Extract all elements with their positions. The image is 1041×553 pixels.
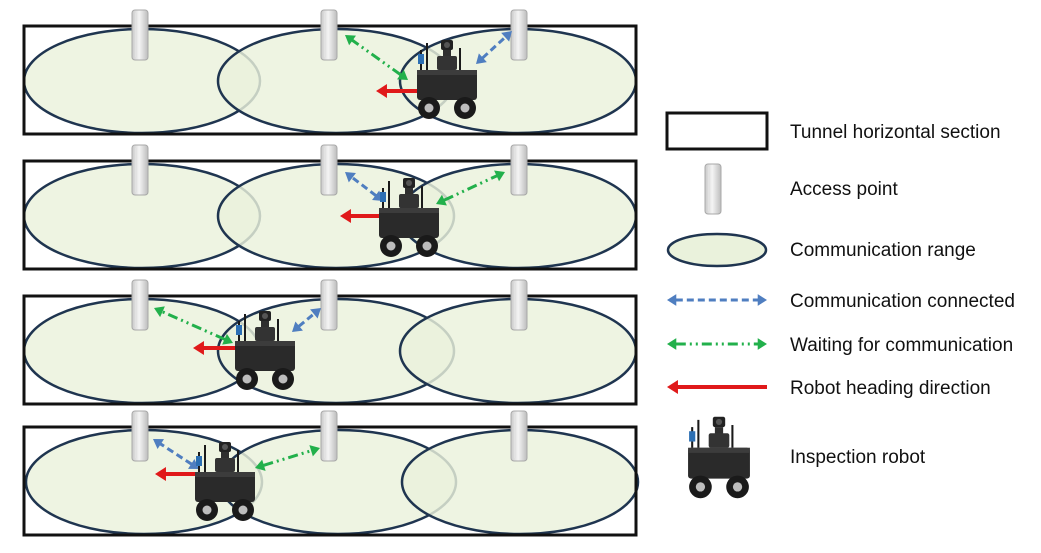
link-arrowhead xyxy=(494,170,505,182)
link-arrowhead xyxy=(476,53,487,64)
tunnel-scenes xyxy=(22,9,640,537)
robot-heading-arrow xyxy=(340,209,383,223)
access-point-icon xyxy=(131,410,149,462)
access-point-icon xyxy=(510,410,528,462)
legend-label-waiting: Waiting for communication xyxy=(790,335,1013,356)
link-arrowhead xyxy=(188,458,199,469)
heading-arrowhead xyxy=(193,341,204,355)
link-line xyxy=(351,38,402,77)
link-arrowhead xyxy=(310,308,321,319)
access-point-icon xyxy=(510,144,528,196)
tunnel-scene-3 xyxy=(22,279,638,406)
inspection-robot-icon xyxy=(688,416,750,499)
link-connected xyxy=(476,31,512,64)
access-point-icon xyxy=(320,279,338,331)
link-waiting xyxy=(345,35,408,80)
link-waiting xyxy=(436,170,505,206)
link-arrowhead xyxy=(757,338,767,350)
heading-arrowhead xyxy=(376,84,387,98)
link-arrowhead xyxy=(436,194,447,206)
access-point-icon xyxy=(131,9,149,61)
robot-heading-arrow xyxy=(155,467,197,481)
access-point-icon xyxy=(510,279,528,331)
access-point-icon xyxy=(131,144,149,196)
tunnel-scene-2 xyxy=(22,144,638,271)
link-arrowhead xyxy=(345,172,356,183)
link-arrowhead xyxy=(345,35,356,46)
tunnel-section-rect xyxy=(665,111,769,151)
link-arrowhead xyxy=(757,294,767,306)
legend-label-range: Communication range xyxy=(790,240,976,261)
link-arrowhead xyxy=(397,69,408,80)
link-waiting xyxy=(154,306,233,345)
link-line xyxy=(443,174,498,202)
legend-label-heading: Robot heading direction xyxy=(790,378,991,399)
link-arrowhead xyxy=(292,321,303,332)
link-arrowhead xyxy=(255,459,266,471)
tunnel-scene-1 xyxy=(22,9,638,136)
legend-label-tunnel: Tunnel horizontal section xyxy=(790,122,1001,143)
link-line xyxy=(262,449,313,467)
access-point-icon xyxy=(131,279,149,331)
robot-heading-arrow xyxy=(667,380,767,394)
robot-heading-arrow xyxy=(376,84,418,98)
heading-arrowhead xyxy=(155,467,166,481)
link-arrowhead xyxy=(154,306,165,318)
robot-heading-arrow xyxy=(193,341,238,355)
link-line xyxy=(351,176,377,197)
link-arrowhead xyxy=(153,439,164,450)
access-point-icon xyxy=(320,9,338,61)
access-point-icon xyxy=(320,410,338,462)
link-arrowhead xyxy=(667,294,677,306)
link-connected xyxy=(667,294,767,306)
tunnel-scene-4 xyxy=(22,410,640,537)
heading-arrowhead xyxy=(667,380,678,394)
communication-range-ellipse xyxy=(666,232,768,268)
link-waiting xyxy=(255,445,320,471)
legend-label-connected: Communication connected xyxy=(790,291,1015,312)
link-line xyxy=(297,312,316,328)
link-line xyxy=(161,310,226,341)
link-arrowhead xyxy=(667,338,677,350)
link-arrowhead xyxy=(222,333,233,345)
legend-label-robot: Inspection robot xyxy=(790,447,926,468)
link-connected xyxy=(153,439,199,469)
link-waiting xyxy=(667,338,767,350)
link-arrowhead xyxy=(309,445,320,457)
link-arrowhead xyxy=(501,31,512,42)
legend-label-access_point: Access point xyxy=(790,179,898,200)
access-point-icon xyxy=(510,9,528,61)
heading-arrowhead xyxy=(340,209,351,223)
link-line xyxy=(159,442,193,466)
access-point-icon xyxy=(320,144,338,196)
access-point-icon xyxy=(704,163,722,215)
link-connected xyxy=(292,308,321,332)
link-line xyxy=(481,35,507,60)
